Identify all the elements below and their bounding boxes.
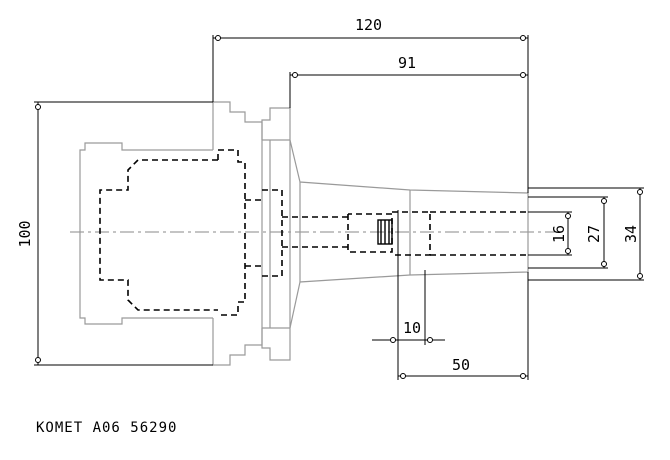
- part-number-caption: KOMET A06 56290: [36, 420, 178, 436]
- screw-icon: [377, 219, 393, 245]
- dimension-arrowheads: [35, 35, 643, 379]
- dim-clamp-diameter: 16: [550, 225, 568, 243]
- dim-slot-width: 10: [403, 319, 421, 337]
- hidden-lines: [99, 149, 528, 316]
- holder-outline: [79, 101, 529, 366]
- dimension-lines: [34, 35, 644, 380]
- dim-total-length: 120: [355, 16, 382, 34]
- dim-flange-diameter: 100: [16, 220, 34, 247]
- dim-clamp-length: 50: [452, 356, 470, 374]
- dim-outer-diameter: 34: [622, 225, 640, 243]
- dim-inner-diameter: 27: [585, 225, 603, 243]
- dim-taper-length: 91: [398, 54, 416, 72]
